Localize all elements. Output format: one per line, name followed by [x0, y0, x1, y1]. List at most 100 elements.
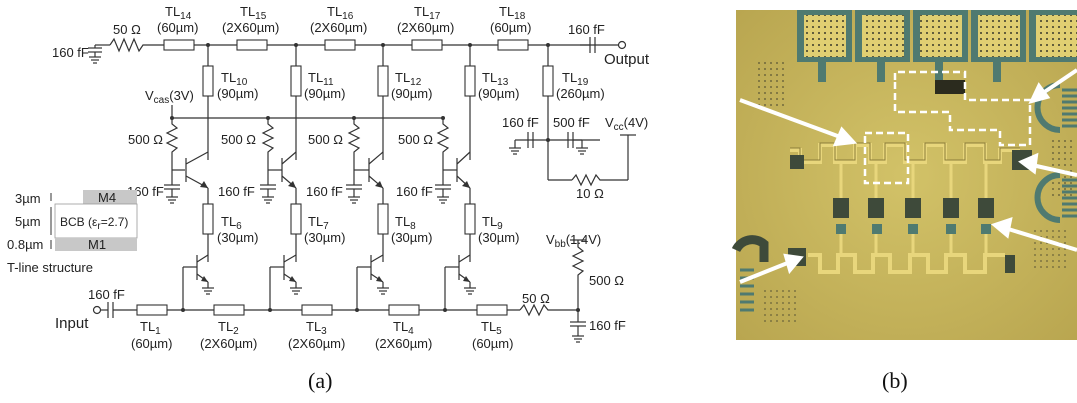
lower-transistors	[182, 254, 476, 310]
svg-text:(2X60µm): (2X60µm)	[397, 20, 454, 35]
bottom-resistor	[519, 303, 578, 317]
tl9-box	[464, 203, 476, 235]
tl14-box	[163, 39, 195, 51]
tl3-label: TL3 (2X60µm)	[288, 319, 345, 351]
gate-res-1-label: 500 Ω	[128, 132, 163, 147]
vcc-network: 160 fF 500 fF Vcc(4V) 10 Ω	[502, 115, 648, 201]
caption-a: (a)	[308, 368, 332, 393]
gate-cap-3-label: 160 fF	[306, 184, 343, 199]
svg-text:(2X60µm): (2X60µm)	[288, 336, 345, 351]
svg-text:TL11: TL11	[308, 70, 334, 88]
tline-structure: M4 BCB (εr=2.7) M1 3µm 5µm 0.8µm T-line …	[7, 190, 138, 275]
gate-cap-4-label: 160 fF	[396, 184, 433, 199]
tl17-label: TL17 (2X60µm)	[397, 4, 454, 35]
tl1-label: TL1 (60µm)	[131, 319, 172, 351]
output-cap-label: 160 fF	[568, 22, 605, 37]
tl4-label: TL4 (2X60µm)	[375, 319, 432, 351]
vbb-resistor	[571, 240, 585, 310]
svg-text:TL9: TL9	[482, 214, 503, 232]
input-cap-label: 160 fF	[88, 287, 125, 302]
svg-text:TL17: TL17	[414, 4, 441, 22]
vcc-label: Vcc(4V)	[605, 115, 648, 133]
m1-label: M1	[88, 237, 106, 252]
bottom-resistor-label: 50 Ω	[522, 291, 550, 306]
gate-res-4-label: 500 Ω	[398, 132, 433, 147]
tl9-label: TL9 (30µm)	[478, 214, 519, 245]
bcb-layer	[54, 203, 138, 239]
vbb-label: Vbb(1.4V)	[546, 232, 601, 250]
tl6-label: TL6 (30µm)	[217, 214, 258, 245]
svg-text:(30µm): (30µm)	[478, 230, 519, 245]
svg-text:(90µm): (90µm)	[478, 86, 519, 101]
vcc-resistor-label: 10 Ω	[576, 186, 604, 201]
svg-text:TL4: TL4	[393, 319, 414, 337]
tl2-box	[213, 304, 245, 316]
tl4-box	[388, 304, 420, 316]
thickness-5: 5µm	[15, 214, 41, 229]
tl5-label: TL5 (60µm)	[472, 319, 513, 351]
tl17-box	[411, 39, 443, 51]
input-port	[92, 305, 102, 315]
svg-text:(2X60µm): (2X60µm)	[222, 20, 279, 35]
tl6-box	[202, 203, 214, 235]
input-label: Input	[55, 315, 89, 332]
top-resistor-label: 50 Ω	[113, 22, 141, 37]
tl12-box	[377, 65, 389, 97]
svg-text:TL13: TL13	[482, 70, 509, 88]
vcc-resistor	[571, 173, 628, 187]
svg-text:TL6: TL6	[221, 214, 242, 232]
tl5-box	[476, 304, 508, 316]
svg-text:TL15: TL15	[240, 4, 267, 22]
tl7-box	[290, 203, 302, 235]
svg-text:(30µm): (30µm)	[391, 230, 432, 245]
output-port	[617, 40, 627, 50]
svg-text:TL2: TL2	[218, 319, 239, 337]
tl10-box	[202, 65, 214, 97]
m1-layer	[55, 238, 137, 251]
tl11-label: TL11 (90µm)	[304, 70, 345, 101]
svg-text:TL1: TL1	[140, 319, 161, 337]
tl11-box	[290, 65, 302, 97]
tl18-label: TL18 (60µm)	[490, 4, 531, 35]
vbb-resistor-label: 500 Ω	[589, 273, 624, 288]
bottom-cap-right-label: 160 fF	[589, 318, 626, 333]
tl8-box	[377, 203, 389, 235]
svg-text:(90µm): (90µm)	[217, 86, 258, 101]
svg-text:TL7: TL7	[308, 214, 329, 232]
gate-cap-2-label: 160 fF	[218, 184, 255, 199]
caption-b: (b)	[882, 368, 908, 393]
tl8-label: TL8 (30µm)	[391, 214, 432, 245]
tl12-label: TL12 (90µm)	[391, 70, 432, 101]
svg-text:(30µm): (30µm)	[304, 230, 345, 245]
thickness-08: 0.8µm	[7, 237, 43, 252]
vcas-label: Vcas(3V)	[145, 88, 194, 106]
svg-text:(60µm): (60µm)	[490, 20, 531, 35]
tl15-label: TL15 (2X60µm)	[222, 4, 279, 35]
svg-text:(60µm): (60µm)	[472, 336, 513, 351]
svg-text:TL3: TL3	[306, 319, 327, 337]
svg-text:(90µm): (90µm)	[391, 86, 432, 101]
tl18-box	[497, 39, 529, 51]
mid-stubs: TL6 (30µm) TL7 (30µm) TL8 (30µm) TL9 (30…	[202, 203, 519, 245]
tl19-label: TL19 (260µm)	[556, 70, 605, 101]
output-label: Output	[604, 51, 650, 68]
tl16-box	[324, 39, 356, 51]
gate-res-2-label: 500 Ω	[221, 132, 256, 147]
svg-text:(30µm): (30µm)	[217, 230, 258, 245]
tl13-box	[464, 65, 476, 97]
tline-title: T-line structure	[7, 260, 93, 275]
svg-text:TL5: TL5	[481, 319, 502, 337]
bcb-label: BCB (εr=2.7)	[60, 215, 128, 232]
svg-text:(2X60µm): (2X60µm)	[200, 336, 257, 351]
vcc-cap1-label: 160 fF	[502, 115, 539, 130]
thickness-3: 3µm	[15, 191, 41, 206]
svg-text:(90µm): (90µm)	[304, 86, 345, 101]
cascode-transistors	[185, 151, 471, 262]
top-cap-left-label: 160 fF	[52, 45, 89, 60]
tl1-box	[136, 304, 168, 316]
tl7-label: TL7 (30µm)	[304, 214, 345, 245]
svg-text:TL10: TL10	[221, 70, 248, 88]
svg-text:TL8: TL8	[395, 214, 416, 232]
gate-res-3-label: 500 Ω	[308, 132, 343, 147]
